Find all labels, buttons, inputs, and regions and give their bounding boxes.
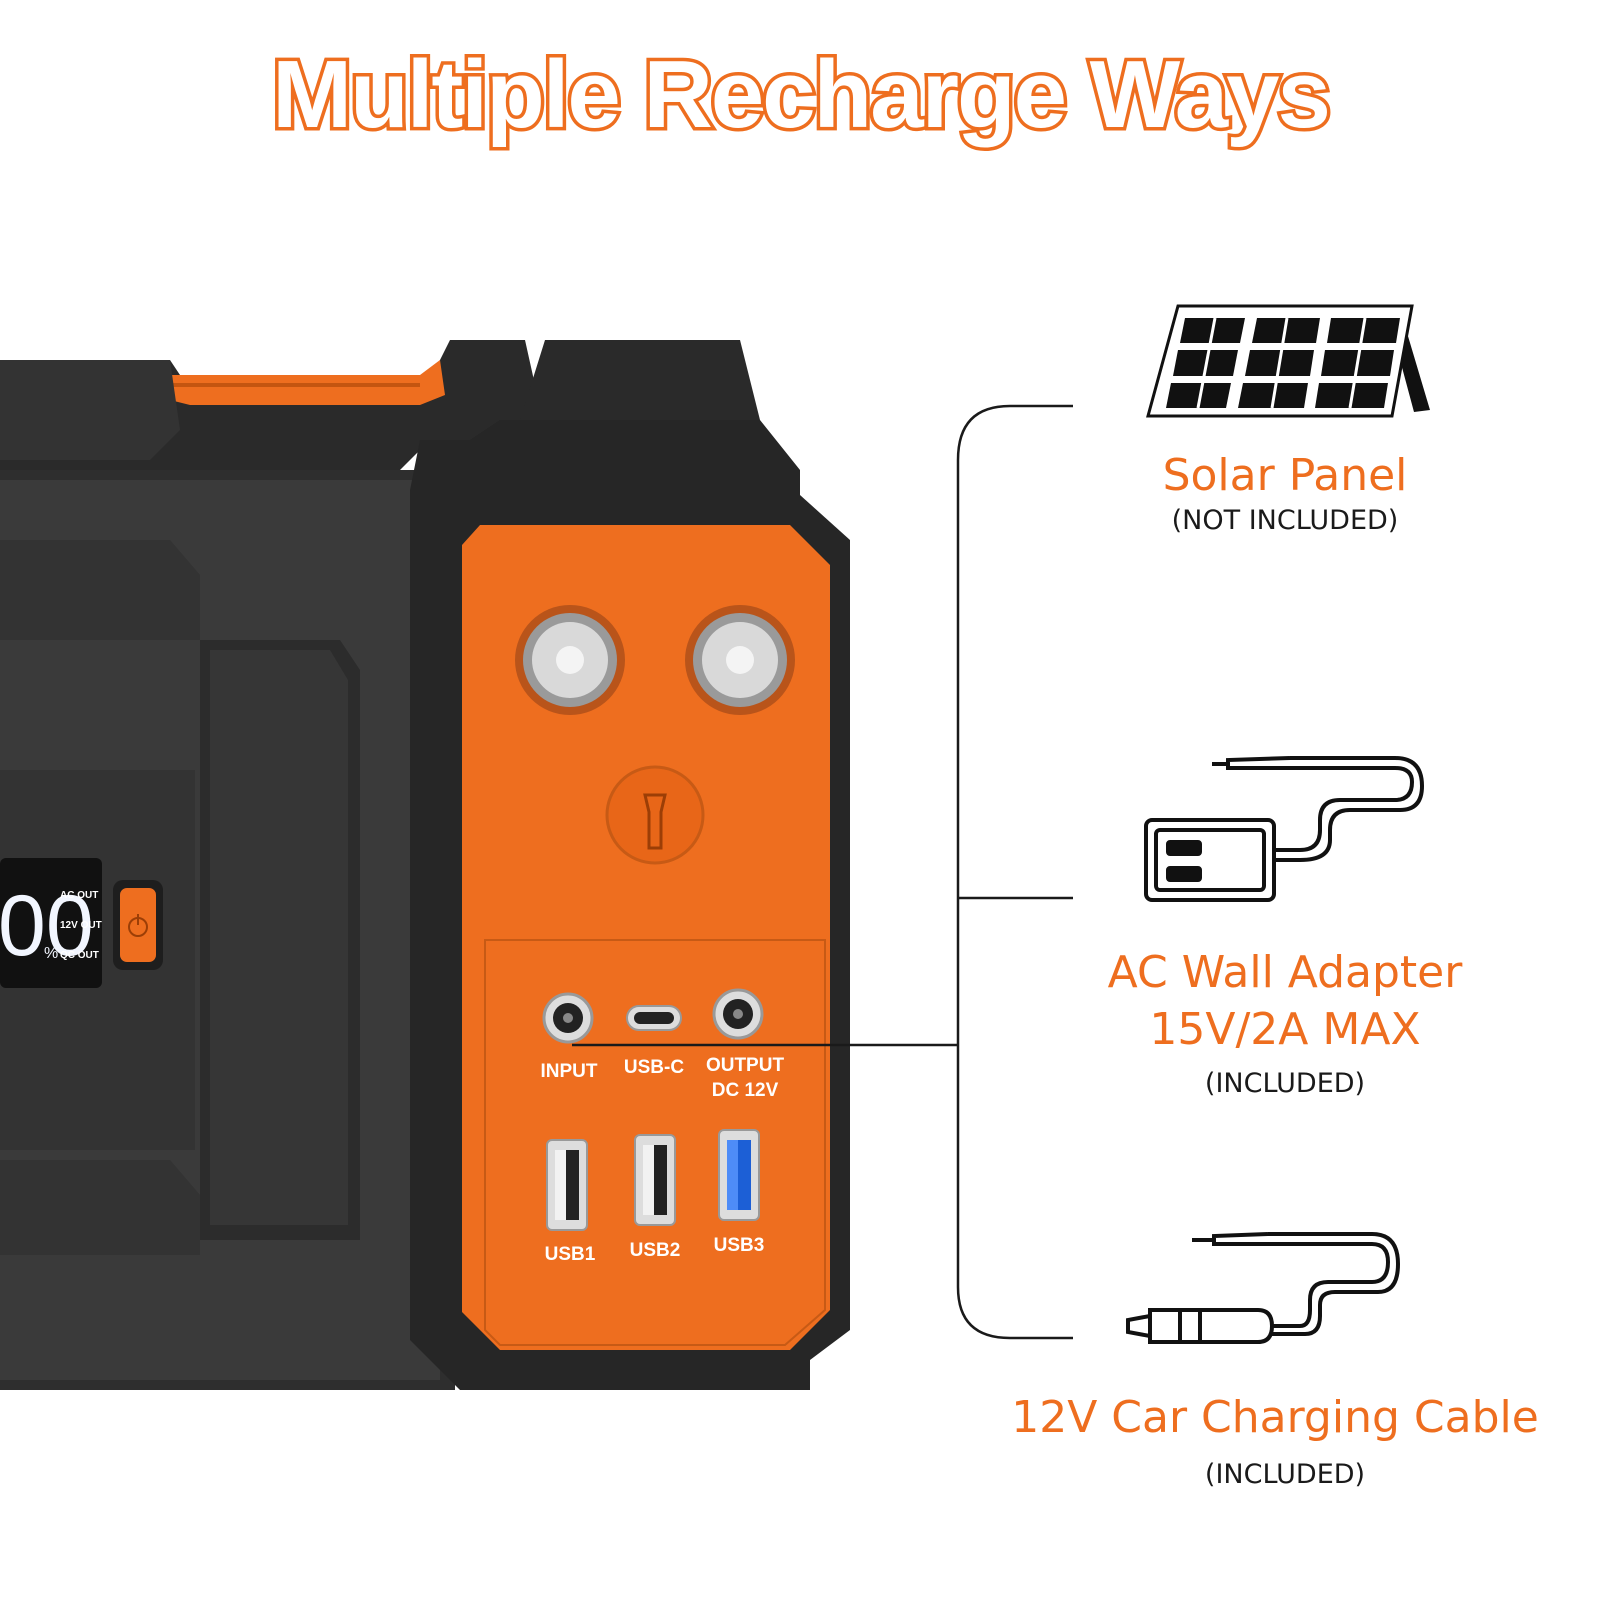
car-charger-icon [1126,1232,1401,1344]
page-title: Multiple Recharge Ways [269,38,1335,152]
svg-text:INPUT: INPUT [541,1061,598,1082]
ac-adapter-note: (INCLUDED) [1204,1068,1366,1099]
solar-panel-label: Solar Panel [1162,450,1408,501]
flashlight-button [605,765,705,865]
car-cable-note: (INCLUDED) [1204,1459,1366,1490]
solar-panel-icon [1146,304,1430,418]
svg-text:QC OUT: QC OUT [60,950,99,961]
lcd-digits: 00 [0,878,94,974]
svg-text:OUTPUT: OUTPUT [706,1055,785,1076]
power-icon [128,914,148,937]
lcd-display [0,858,102,988]
led-light-left [515,605,625,715]
svg-text:12V OUT: 12V OUT [60,920,102,931]
usb3-port [718,1129,760,1221]
ac-adapter-label: AC Wall Adapter [1107,947,1463,998]
ac-adapter-icon [1144,756,1425,902]
usb1-port [546,1139,588,1231]
connector-lines [572,404,1073,1340]
svg-text:USB2: USB2 [630,1240,681,1261]
svg-text:USB1: USB1 [545,1244,596,1265]
power-station: 00 % AC OUT 12V OUT QC OUT [0,340,850,1390]
ac-adapter-spec: 15V/2A MAX [1149,1004,1421,1055]
svg-text:DC 12V: DC 12V [712,1080,779,1101]
svg-text:USB-C: USB-C [624,1057,684,1078]
input-port [542,992,594,1044]
usb2-port [634,1134,676,1226]
svg-text:USB3: USB3 [714,1235,765,1256]
svg-text:%: % [44,945,58,962]
usb-c-port [626,1005,682,1031]
solar-panel-note: (NOT INCLUDED) [1171,505,1399,536]
svg-text:AC OUT: AC OUT [60,890,98,901]
dc-output-port [712,988,764,1040]
flashlight-icon [643,793,667,850]
led-light-right [685,605,795,715]
car-cable-label: 12V Car Charging Cable [1011,1392,1539,1443]
